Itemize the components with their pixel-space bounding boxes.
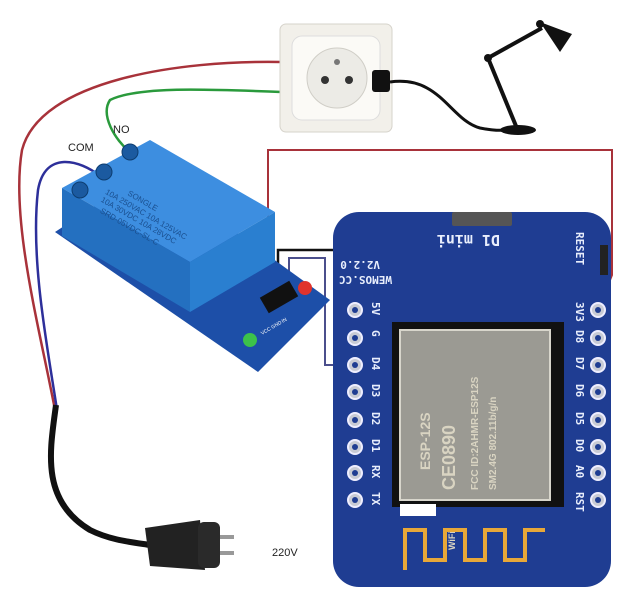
pin-hole bbox=[595, 417, 601, 423]
relay-pin-in: IN bbox=[281, 317, 289, 325]
com-label: COM bbox=[68, 142, 94, 154]
pin-hole bbox=[352, 497, 358, 503]
pin-label-right: RST bbox=[573, 492, 586, 512]
pin-hole bbox=[595, 307, 601, 313]
esp-module: ESP-12S CE0890 FCC ID:2AHMR-ESP12S SM2.4… bbox=[417, 376, 499, 550]
no-wire-green bbox=[105, 88, 286, 153]
board-version: V2.2.0 bbox=[340, 258, 380, 271]
green-led bbox=[243, 333, 257, 347]
pin-label-left: 5V bbox=[369, 302, 382, 316]
terminal-nc bbox=[71, 181, 89, 199]
pin-hole bbox=[352, 335, 358, 341]
voltage-label: 220V bbox=[272, 547, 298, 559]
pin-hole bbox=[595, 362, 601, 368]
module-ce: CE0890 bbox=[439, 425, 459, 490]
pin-label-right: D7 bbox=[573, 357, 586, 370]
pin-label-right: D6 bbox=[573, 384, 586, 398]
pin-hole bbox=[352, 444, 358, 450]
pin-hole bbox=[595, 335, 601, 341]
relay-module: SONGLE 10A 250VAC 10A 125VAC 10A 30VDC 1… bbox=[55, 140, 330, 372]
pin-hole bbox=[352, 362, 358, 368]
pin-label-right: D8 bbox=[573, 330, 586, 343]
pcb-antenna bbox=[403, 528, 545, 570]
relay-pin-vcc: VCC bbox=[260, 326, 272, 337]
terminal-com bbox=[95, 163, 113, 181]
com-wire-blue bbox=[34, 160, 101, 411]
pin-hole bbox=[352, 470, 358, 476]
pin-hole bbox=[595, 389, 601, 395]
terminal-no bbox=[121, 143, 139, 161]
pin-label-left: G bbox=[369, 330, 382, 337]
board-name: D1 mini bbox=[437, 231, 500, 249]
wall-outlet bbox=[279, 23, 393, 133]
red-led bbox=[298, 281, 312, 295]
pin-label-right: 3V3 bbox=[573, 302, 586, 322]
pin-label-left: TX bbox=[369, 492, 382, 506]
power-cable bbox=[47, 404, 151, 548]
pin-label-left: D4 bbox=[369, 357, 382, 371]
relay-pin-gnd: GND bbox=[270, 320, 283, 331]
pin-hole bbox=[595, 444, 601, 450]
reset-label: RESET bbox=[573, 232, 586, 265]
pin-hole bbox=[595, 470, 601, 476]
pin-label-right: D0 bbox=[573, 439, 586, 452]
pin-label-left: RX bbox=[369, 465, 382, 479]
pin-label-right: A0 bbox=[573, 465, 586, 478]
desk-lamp bbox=[484, 20, 572, 135]
module-spec: SM2.4G 802.11b/g/n bbox=[488, 397, 499, 490]
power-plug bbox=[145, 520, 234, 570]
pin-hole bbox=[352, 307, 358, 313]
pin-label-left: D1 bbox=[369, 439, 382, 453]
no-label: NO bbox=[113, 124, 130, 136]
lamp-plug bbox=[372, 70, 390, 92]
pin-label-left: D2 bbox=[369, 412, 382, 425]
live-wire-red bbox=[18, 60, 283, 411]
pin-hole bbox=[595, 497, 601, 503]
pin-hole bbox=[352, 417, 358, 423]
board-site: WEMOS.CC bbox=[339, 273, 392, 286]
module-model: ESP-12S bbox=[417, 412, 433, 470]
module-fcc: FCC ID:2AHMR-ESP12S bbox=[470, 376, 481, 490]
pin-hole bbox=[352, 389, 358, 395]
d1-mini-board: WEMOS.CC V2.2.0 D1 mini RESET 5VGD4D3D2D… bbox=[333, 212, 611, 587]
module-wifi: WiFi bbox=[447, 531, 457, 550]
pin-label-right: D5 bbox=[573, 412, 586, 425]
pin-label-left: D3 bbox=[369, 384, 382, 397]
